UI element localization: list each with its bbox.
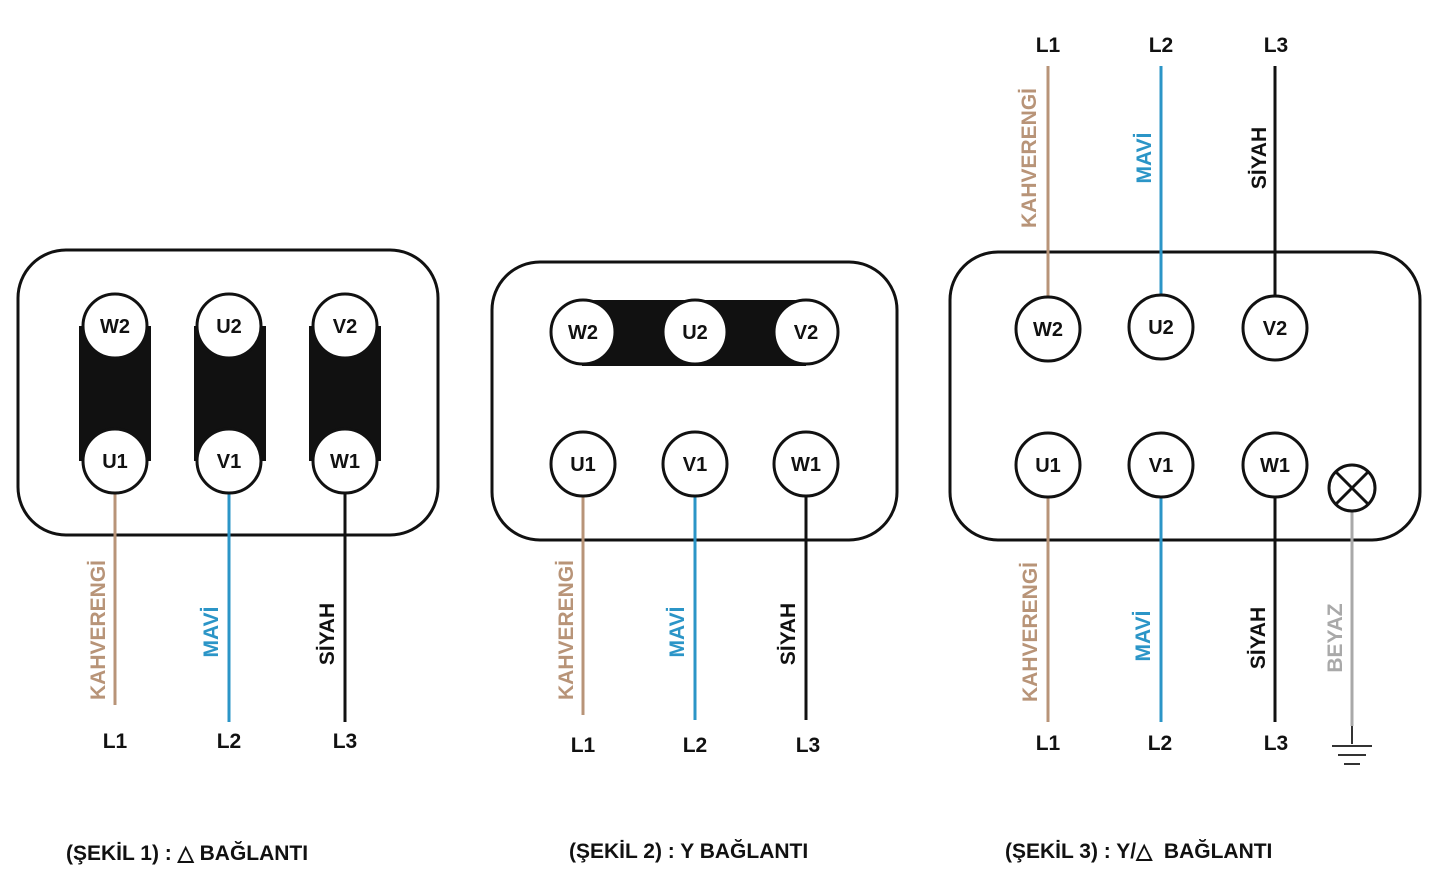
lamp-icon <box>1327 463 1377 513</box>
figure-caption: (ŞEKİL 3) : Y/△ BAĞLANTI <box>1005 839 1272 863</box>
line-label: L2 <box>1148 732 1173 755</box>
terminal-v1 <box>1127 431 1195 499</box>
terminal-label: V1 <box>683 454 707 476</box>
terminal-u2 <box>1127 293 1195 361</box>
terminal-box-3 <box>948 250 1422 542</box>
terminal-v2 <box>1241 294 1309 362</box>
terminal-label: U1 <box>102 451 128 473</box>
figure-1-delta: W2 U2 V2 U1 V1 W1 KAHVERENGİ MAVİ SİYAH … <box>16 248 440 865</box>
terminal-label: V1 <box>217 451 241 473</box>
line-label: L1 <box>1036 732 1061 755</box>
terminal-u2 <box>195 292 263 360</box>
line-label: L1 <box>571 734 596 757</box>
line-label: L3 <box>333 730 358 753</box>
terminal-v2 <box>772 298 840 366</box>
terminal-label: V2 <box>333 316 357 338</box>
line-label: L2 <box>683 734 708 757</box>
terminal-w2 <box>1014 295 1082 363</box>
terminal-w2 <box>549 298 617 366</box>
wire-label-brown: KAHVERENGİ <box>1018 88 1041 228</box>
line-label: L3 <box>1264 732 1289 755</box>
line-label: L3 <box>796 734 821 757</box>
terminal-w1 <box>1241 431 1309 499</box>
wire-label-black: SİYAH <box>316 603 339 665</box>
terminal-w1 <box>772 430 840 498</box>
terminal-label: W1 <box>791 454 821 476</box>
terminal-label: V1 <box>1149 455 1173 477</box>
ground-icon <box>1332 726 1372 765</box>
figure-3-star-delta: W2 U2 V2 U1 V1 W1 L1 L2 L3 KAHVERENGİ MA… <box>948 34 1422 863</box>
terminal-label: W1 <box>1260 455 1290 477</box>
terminal-label: V2 <box>1263 318 1287 340</box>
wire-label-blue: MAVİ <box>1133 133 1156 184</box>
terminal-w2 <box>81 292 149 360</box>
terminal-label: U2 <box>216 316 242 338</box>
figure-caption: (ŞEKİL 1) : △ BAĞLANTI <box>66 841 308 865</box>
terminal-label: W2 <box>1033 319 1063 341</box>
terminal-u1 <box>549 430 617 498</box>
terminal-w1 <box>311 427 379 495</box>
figure-caption: (ŞEKİL 2) : Y BAĞLANTI <box>569 839 808 863</box>
wire-label-blue: MAVİ <box>200 607 223 658</box>
wire-label-black: SİYAH <box>777 603 800 665</box>
terminal-u1 <box>1014 431 1082 499</box>
wire-label-black: SİYAH <box>1247 607 1270 669</box>
terminal-label: U2 <box>1148 317 1174 339</box>
wire-label-black: SİYAH <box>1248 127 1271 189</box>
line-label: L2 <box>217 730 242 753</box>
terminal-label: W2 <box>100 316 130 338</box>
wire-label-gray: BEYAZ <box>1324 603 1347 672</box>
line-label: L1 <box>103 730 128 753</box>
wire-label-brown: KAHVERENGİ <box>87 560 110 700</box>
line-label: L2 <box>1149 34 1174 57</box>
terminal-label: V2 <box>794 322 818 344</box>
wire-label-brown: KAHVERENGİ <box>1019 562 1042 702</box>
line-label: L3 <box>1264 34 1289 57</box>
figure-2-star: W2 U2 V2 U1 V1 W1 KAHVERENGİ MAVİ SİYAH … <box>490 260 899 863</box>
line-label: L1 <box>1036 34 1061 57</box>
terminal-v1 <box>661 430 729 498</box>
terminal-u1 <box>81 427 149 495</box>
terminal-v2 <box>311 292 379 360</box>
terminal-label: U2 <box>682 322 708 344</box>
terminal-label: W2 <box>568 322 598 344</box>
terminal-label: U1 <box>1035 455 1061 477</box>
wire-label-brown: KAHVERENGİ <box>555 560 578 700</box>
terminal-v1 <box>195 427 263 495</box>
wire-label-blue: MAVİ <box>1132 611 1155 662</box>
wire-label-blue: MAVİ <box>666 607 689 658</box>
terminal-label: U1 <box>570 454 596 476</box>
terminal-u2 <box>661 298 729 366</box>
terminal-label: W1 <box>330 451 360 473</box>
